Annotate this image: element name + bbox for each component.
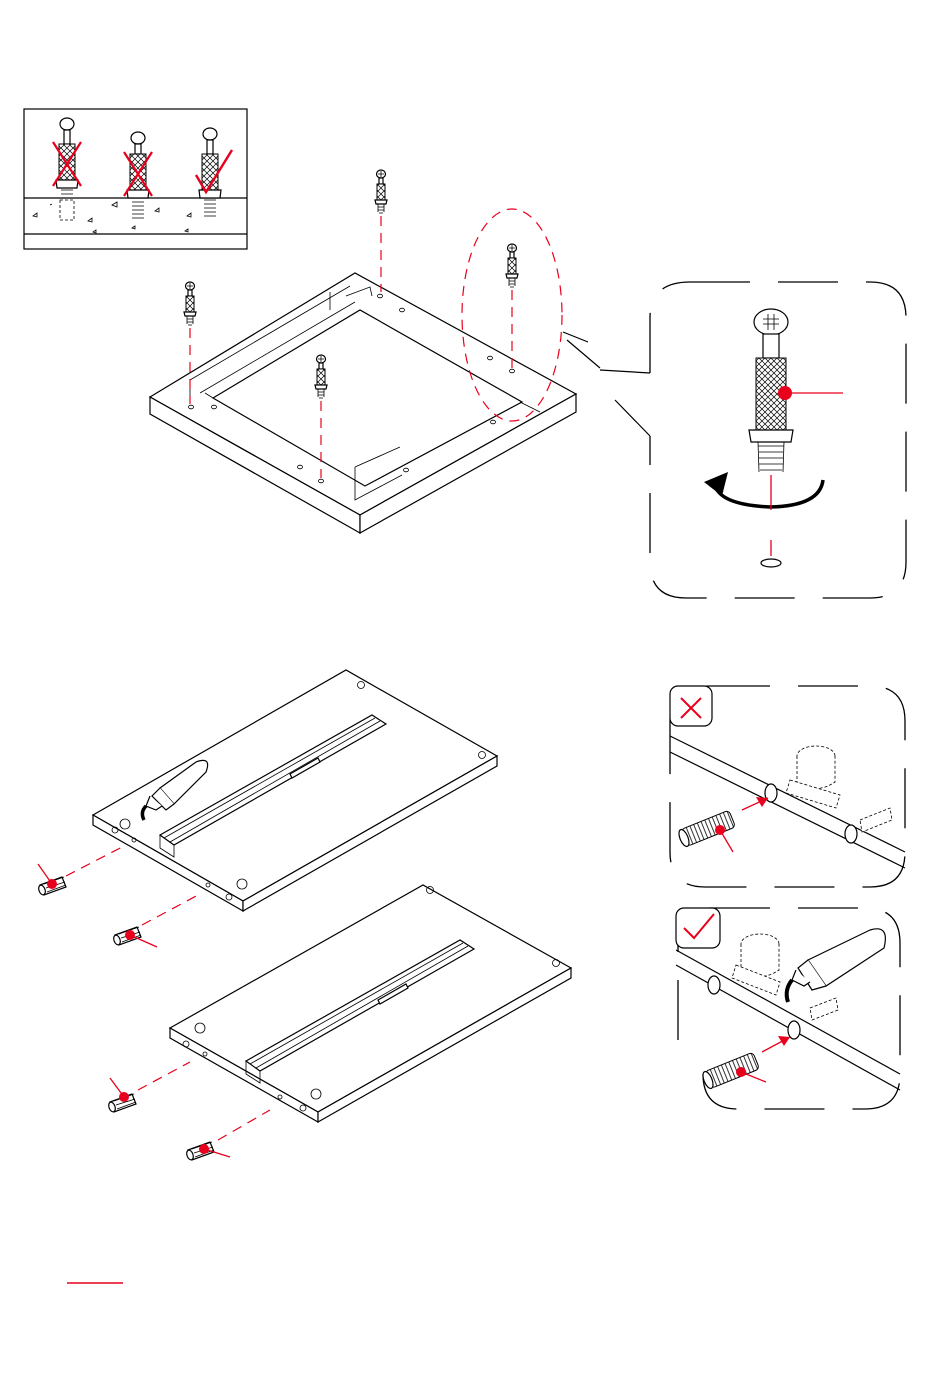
cam-bolt — [184, 282, 196, 325]
part-marker — [778, 386, 792, 400]
wood-dowel — [701, 1052, 760, 1090]
callout-dowel-with-glue — [676, 908, 900, 1109]
bolt-depth-inset — [24, 109, 247, 249]
callout-dowel-without-glue — [670, 686, 905, 887]
base-frame-assembly — [150, 170, 600, 533]
cam-bolt — [506, 244, 518, 287]
glue-bottle — [787, 929, 886, 1002]
rotate-clockwise-arrow-icon — [716, 480, 823, 507]
board-texture — [33, 202, 191, 233]
panel-lower — [107, 885, 571, 1161]
bolt-too-shallow — [56, 118, 78, 220]
cam-bolt-detail-callout — [600, 282, 906, 598]
cam-bolt — [375, 170, 387, 213]
panel-upper-top — [93, 670, 497, 901]
